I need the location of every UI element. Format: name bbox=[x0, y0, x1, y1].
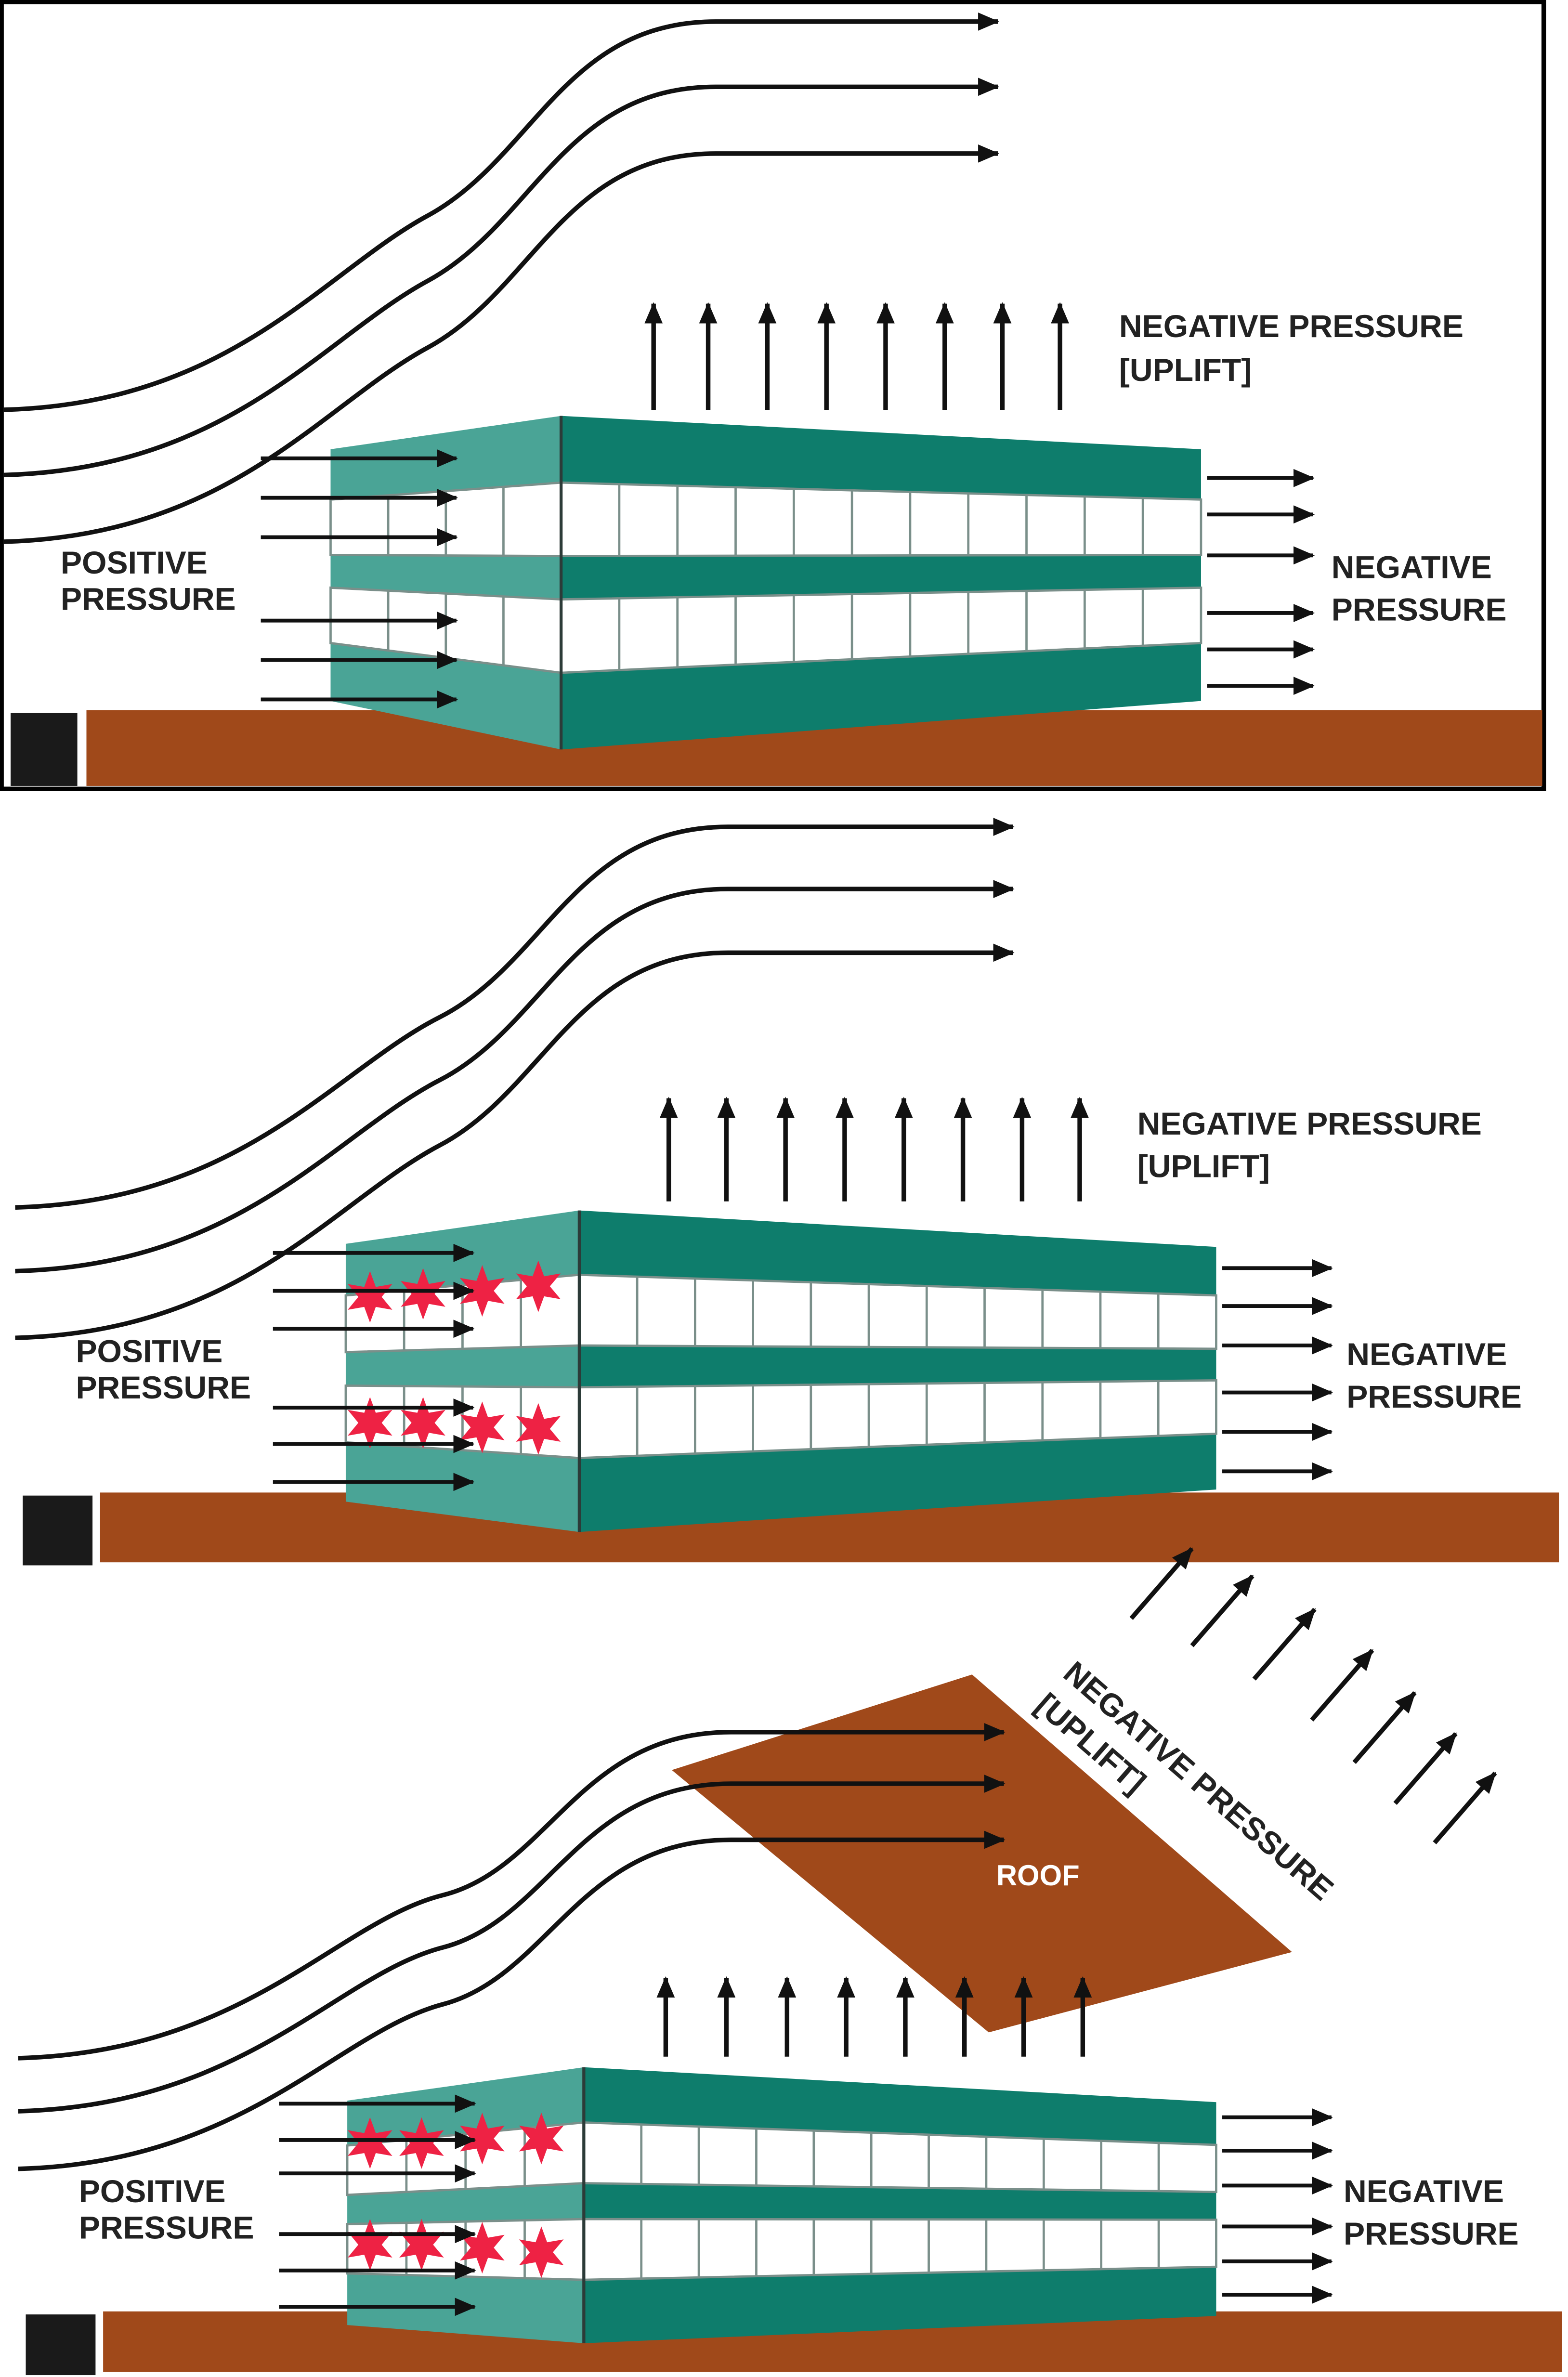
top-negative-label-line1: NEGATIVE PRESSURE bbox=[1137, 1106, 1482, 1142]
scale-marker bbox=[23, 1495, 93, 1566]
panel-intact: NEGATIVE PRESSURE [UPLIFT] POSITIVE PRES… bbox=[0, 0, 1546, 791]
scale-marker bbox=[11, 713, 78, 786]
top-negative-label: NEGATIVE PRESSURE [UPLIFT] bbox=[1119, 309, 1472, 388]
roof-uplift-arrow bbox=[1252, 1607, 1317, 1681]
top-negative-label: NEGATIVE PRESSURE [UPLIFT] bbox=[1137, 1106, 1490, 1184]
side-wall bbox=[347, 2067, 584, 2343]
positive-pressure-arrows bbox=[261, 449, 458, 709]
positive-label-line2: PRESSURE bbox=[79, 2210, 254, 2246]
roof-uplift-arrow bbox=[1433, 1771, 1497, 1844]
front-wall bbox=[579, 1210, 1216, 1532]
broken-window-burst bbox=[401, 1397, 445, 1449]
uplift-arrows bbox=[659, 1097, 1089, 1202]
negative-pressure-arrows bbox=[1207, 469, 1315, 695]
right-negative-label-line2: PRESSURE bbox=[1346, 1379, 1522, 1415]
positive-label-line2: PRESSURE bbox=[76, 1370, 251, 1406]
wind-streamlines bbox=[3, 13, 1000, 544]
front-wall bbox=[561, 416, 1201, 750]
broken-window-burst bbox=[399, 2219, 444, 2271]
positive-label-line2: PRESSURE bbox=[61, 582, 236, 617]
right-negative-label: NEGATIVE PRESSURE bbox=[1346, 1337, 1522, 1415]
broken-window-burst bbox=[401, 1268, 445, 1320]
building bbox=[346, 2067, 1217, 2343]
wind-streamline bbox=[3, 13, 1000, 412]
wind-streamline bbox=[15, 818, 1015, 1210]
broken-window-burst bbox=[516, 1260, 561, 1312]
broken-window-burst bbox=[519, 2226, 564, 2278]
top-negative-label-line1: NEGATIVE PRESSURE bbox=[1119, 309, 1463, 344]
uplift-arrows bbox=[644, 302, 1070, 410]
panel-roof-lifted: ROOF NEGATIVE PRESSURE [UPLIFT] POSITIVE… bbox=[18, 1547, 1562, 2376]
broken-window-burst bbox=[399, 2117, 444, 2169]
uplift-arrows bbox=[656, 1976, 1092, 2057]
broken-window-burst bbox=[348, 1397, 392, 1449]
broken-window-burst bbox=[348, 2219, 392, 2271]
building bbox=[344, 1210, 1217, 1532]
right-negative-label: NEGATIVE PRESSURE bbox=[1332, 550, 1507, 628]
wind-streamline bbox=[15, 880, 1015, 1274]
broken-windows bbox=[348, 1260, 561, 1455]
front-wall bbox=[584, 2067, 1216, 2343]
wind-streamlines bbox=[18, 1723, 1006, 2171]
broken-window-burst bbox=[460, 2222, 505, 2274]
negative-pressure-arrows bbox=[1222, 1259, 1333, 1481]
roof-uplift-arrows bbox=[1129, 1547, 1497, 1844]
roof-uplift-arrow bbox=[1352, 1691, 1417, 1764]
scale-marker bbox=[26, 2314, 96, 2376]
positive-pressure-label: POSITIVE PRESSURE bbox=[76, 1334, 251, 1406]
positive-label-line1: POSITIVE bbox=[61, 545, 208, 581]
positive-label-line1: POSITIVE bbox=[76, 1334, 222, 1370]
roof-uplift-arrow bbox=[1190, 1574, 1254, 1647]
broken-window-burst bbox=[460, 2113, 505, 2165]
broken-window-burst bbox=[516, 1403, 561, 1455]
broken-window-burst bbox=[460, 1265, 505, 1317]
right-negative-label-line1: NEGATIVE bbox=[1332, 550, 1492, 586]
broken-window-burst bbox=[348, 1271, 392, 1323]
panel-windows-broken: NEGATIVE PRESSURE [UPLIFT] POSITIVE PRES… bbox=[15, 818, 1559, 1566]
wind-streamline bbox=[15, 943, 1015, 1340]
broken-window-burst bbox=[348, 2117, 392, 2169]
right-negative-label-line1: NEGATIVE bbox=[1344, 2174, 1504, 2209]
top-negative-label-line2: [UPLIFT] bbox=[1119, 353, 1252, 388]
right-negative-label-line2: PRESSURE bbox=[1332, 592, 1507, 628]
roof-label: ROOF bbox=[996, 1859, 1080, 1892]
broken-window-burst bbox=[460, 1401, 505, 1453]
wind-streamlines bbox=[15, 818, 1015, 1340]
broken-windows bbox=[348, 2113, 564, 2278]
detached-roof bbox=[671, 1674, 1292, 2033]
building bbox=[329, 416, 1202, 750]
wind-streamline bbox=[3, 78, 1000, 478]
right-negative-label-line2: PRESSURE bbox=[1344, 2216, 1519, 2252]
positive-label-line1: POSITIVE bbox=[79, 2174, 226, 2209]
wind-streamline bbox=[18, 1723, 1006, 2061]
wind-streamline bbox=[18, 1830, 1006, 2171]
roof-uplift-arrow bbox=[1129, 1547, 1194, 1620]
broken-window-burst bbox=[519, 2113, 564, 2165]
wind-streamline bbox=[18, 1775, 1006, 2114]
roof-uplift-arrow bbox=[1393, 1732, 1458, 1805]
right-negative-label-line1: NEGATIVE bbox=[1346, 1337, 1507, 1372]
wind-streamline bbox=[3, 144, 1000, 544]
positive-pressure-label: POSITIVE PRESSURE bbox=[79, 2174, 254, 2246]
roof-uplift-arrow bbox=[1310, 1648, 1374, 1722]
positive-pressure-label: POSITIVE PRESSURE bbox=[61, 545, 236, 617]
positive-pressure-arrows bbox=[279, 2094, 476, 2316]
top-negative-label-line2: [UPLIFT] bbox=[1137, 1149, 1270, 1184]
negative-pressure-arrows bbox=[1222, 2108, 1333, 2304]
positive-pressure-arrows bbox=[273, 1243, 475, 1491]
panel-border bbox=[0, 0, 1546, 791]
right-negative-label: NEGATIVE PRESSURE bbox=[1344, 2174, 1519, 2252]
